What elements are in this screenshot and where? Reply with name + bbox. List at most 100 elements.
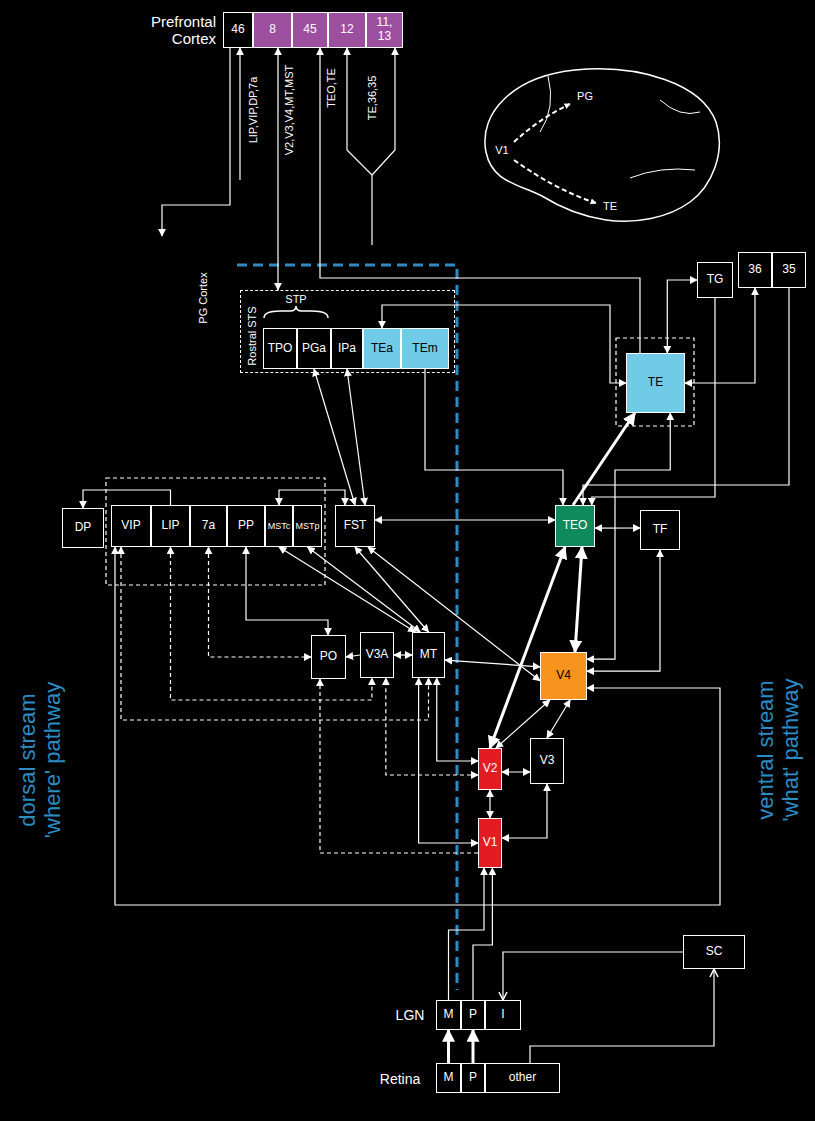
area-label: MSTp (295, 521, 319, 531)
brain-arrow (514, 104, 570, 142)
pathway-arrow (447, 1030, 450, 1063)
annotation: TE,36,35 (366, 75, 379, 122)
area-label: 12 (340, 23, 353, 37)
pathway-arrow (394, 654, 412, 655)
area-box: TPO (263, 328, 297, 369)
pathway-arrow (320, 48, 640, 353)
stream-label: ventral stream 'what' pathway (753, 660, 804, 840)
area-box: PO (311, 635, 346, 679)
pathway-arrow (490, 547, 565, 748)
area-label: TPO (268, 342, 293, 356)
area-box: V3A (360, 632, 394, 678)
area-box: P (461, 1063, 485, 1093)
te-group-outline (616, 338, 694, 426)
area-label: VIP (121, 519, 140, 533)
pathway-arrow (419, 678, 478, 843)
pathway-arrow (503, 952, 683, 1000)
area-label: 35 (782, 263, 795, 277)
area-box: SC (683, 935, 745, 969)
area-box: TG (697, 262, 733, 298)
area-label: TG (707, 273, 724, 287)
region-box: Rostral STS TPO PGa IPa TEa TEm (240, 290, 455, 373)
annotation: V1 (494, 144, 509, 157)
pathway-arrow (587, 550, 660, 671)
pathway-arrow (445, 660, 540, 667)
pathway-arrow (320, 679, 478, 853)
area-label: MSTc (268, 521, 291, 531)
region-label: Rostral STS (246, 306, 259, 365)
pathway-arrow (575, 547, 582, 652)
area-label: P (469, 1008, 477, 1022)
area-box: TF (640, 510, 680, 550)
area-label: 46 (231, 23, 244, 37)
area-label: IPa (338, 342, 356, 356)
annotation: Prefrontal Cortex (127, 13, 217, 48)
projection-line (162, 48, 230, 236)
annotation: PG (576, 90, 594, 103)
area-label: 7a (202, 519, 215, 533)
area-box: 35 (772, 252, 806, 288)
area-box: V4 (540, 652, 587, 700)
pathway-arrow (375, 519, 555, 520)
brain-arrow (514, 160, 596, 203)
area-label: TEa (371, 342, 393, 356)
area-label: PGa (302, 342, 326, 356)
area-box: TEm (401, 328, 449, 369)
area-label: DP (75, 521, 92, 535)
annotation: PG Cortex (197, 271, 210, 324)
pathway-arrow (171, 547, 372, 700)
pathway-arrow (386, 678, 478, 775)
pathway-arrow (573, 413, 635, 505)
area-label: other (509, 1071, 536, 1085)
area-label: P (469, 1071, 477, 1085)
pathway-arrow (346, 655, 360, 657)
pathway-arrow (437, 678, 478, 761)
brain-sulcus (630, 169, 695, 178)
pathway-arrow (347, 369, 365, 505)
annotation: STP (284, 293, 307, 306)
pathway-arrow (121, 547, 429, 720)
area-label: I (501, 1008, 504, 1022)
area-label: 8 (269, 23, 276, 37)
area-label: TF (653, 523, 668, 537)
pathway-arrow (547, 700, 570, 738)
pathway-arrow (595, 527, 640, 528)
area-box: TEa (363, 328, 401, 369)
pathway-arrow (667, 280, 697, 353)
area-box: 7a (190, 505, 227, 547)
area-box: M (436, 1063, 461, 1093)
brain-sulcus (540, 76, 551, 132)
area-box: 36 (738, 252, 772, 288)
pathway-label: V2,V3,V4,MT,MST (283, 64, 296, 156)
area-label: M (444, 1008, 454, 1022)
pathway-arrow (583, 288, 789, 505)
pathway-arrow (308, 547, 421, 632)
area-box: 45 (292, 12, 328, 48)
area-label: V1 (483, 836, 498, 850)
area-label: 45 (303, 23, 316, 37)
annotation: Retina (379, 1071, 421, 1087)
pathway-arrow (279, 547, 415, 632)
area-label: V4 (556, 669, 571, 683)
area-label: FST (344, 519, 367, 533)
pathway-arrow (473, 868, 492, 1000)
pathway-arrow (425, 369, 563, 505)
area-box: 46 (223, 12, 253, 48)
pathway-arrow (592, 298, 715, 505)
dorsal-group-outline (106, 478, 325, 585)
pathway-arrow (115, 547, 720, 905)
area-box: PGa (297, 328, 331, 369)
area-box: 11, 13 (366, 12, 403, 48)
pathway-arrow (685, 288, 755, 383)
pathway-arrow (355, 547, 429, 632)
area-label: V2 (483, 762, 498, 776)
area-label: 36 (748, 263, 761, 277)
area-box: I (485, 1000, 521, 1030)
area-box: FST (335, 505, 375, 547)
area-label: LIP (161, 519, 179, 533)
pathway-arrow (314, 369, 355, 505)
pathway-arrow (449, 868, 485, 1000)
brace (264, 306, 328, 318)
area-label: TEm (412, 342, 437, 356)
area-box: TE (626, 353, 685, 413)
